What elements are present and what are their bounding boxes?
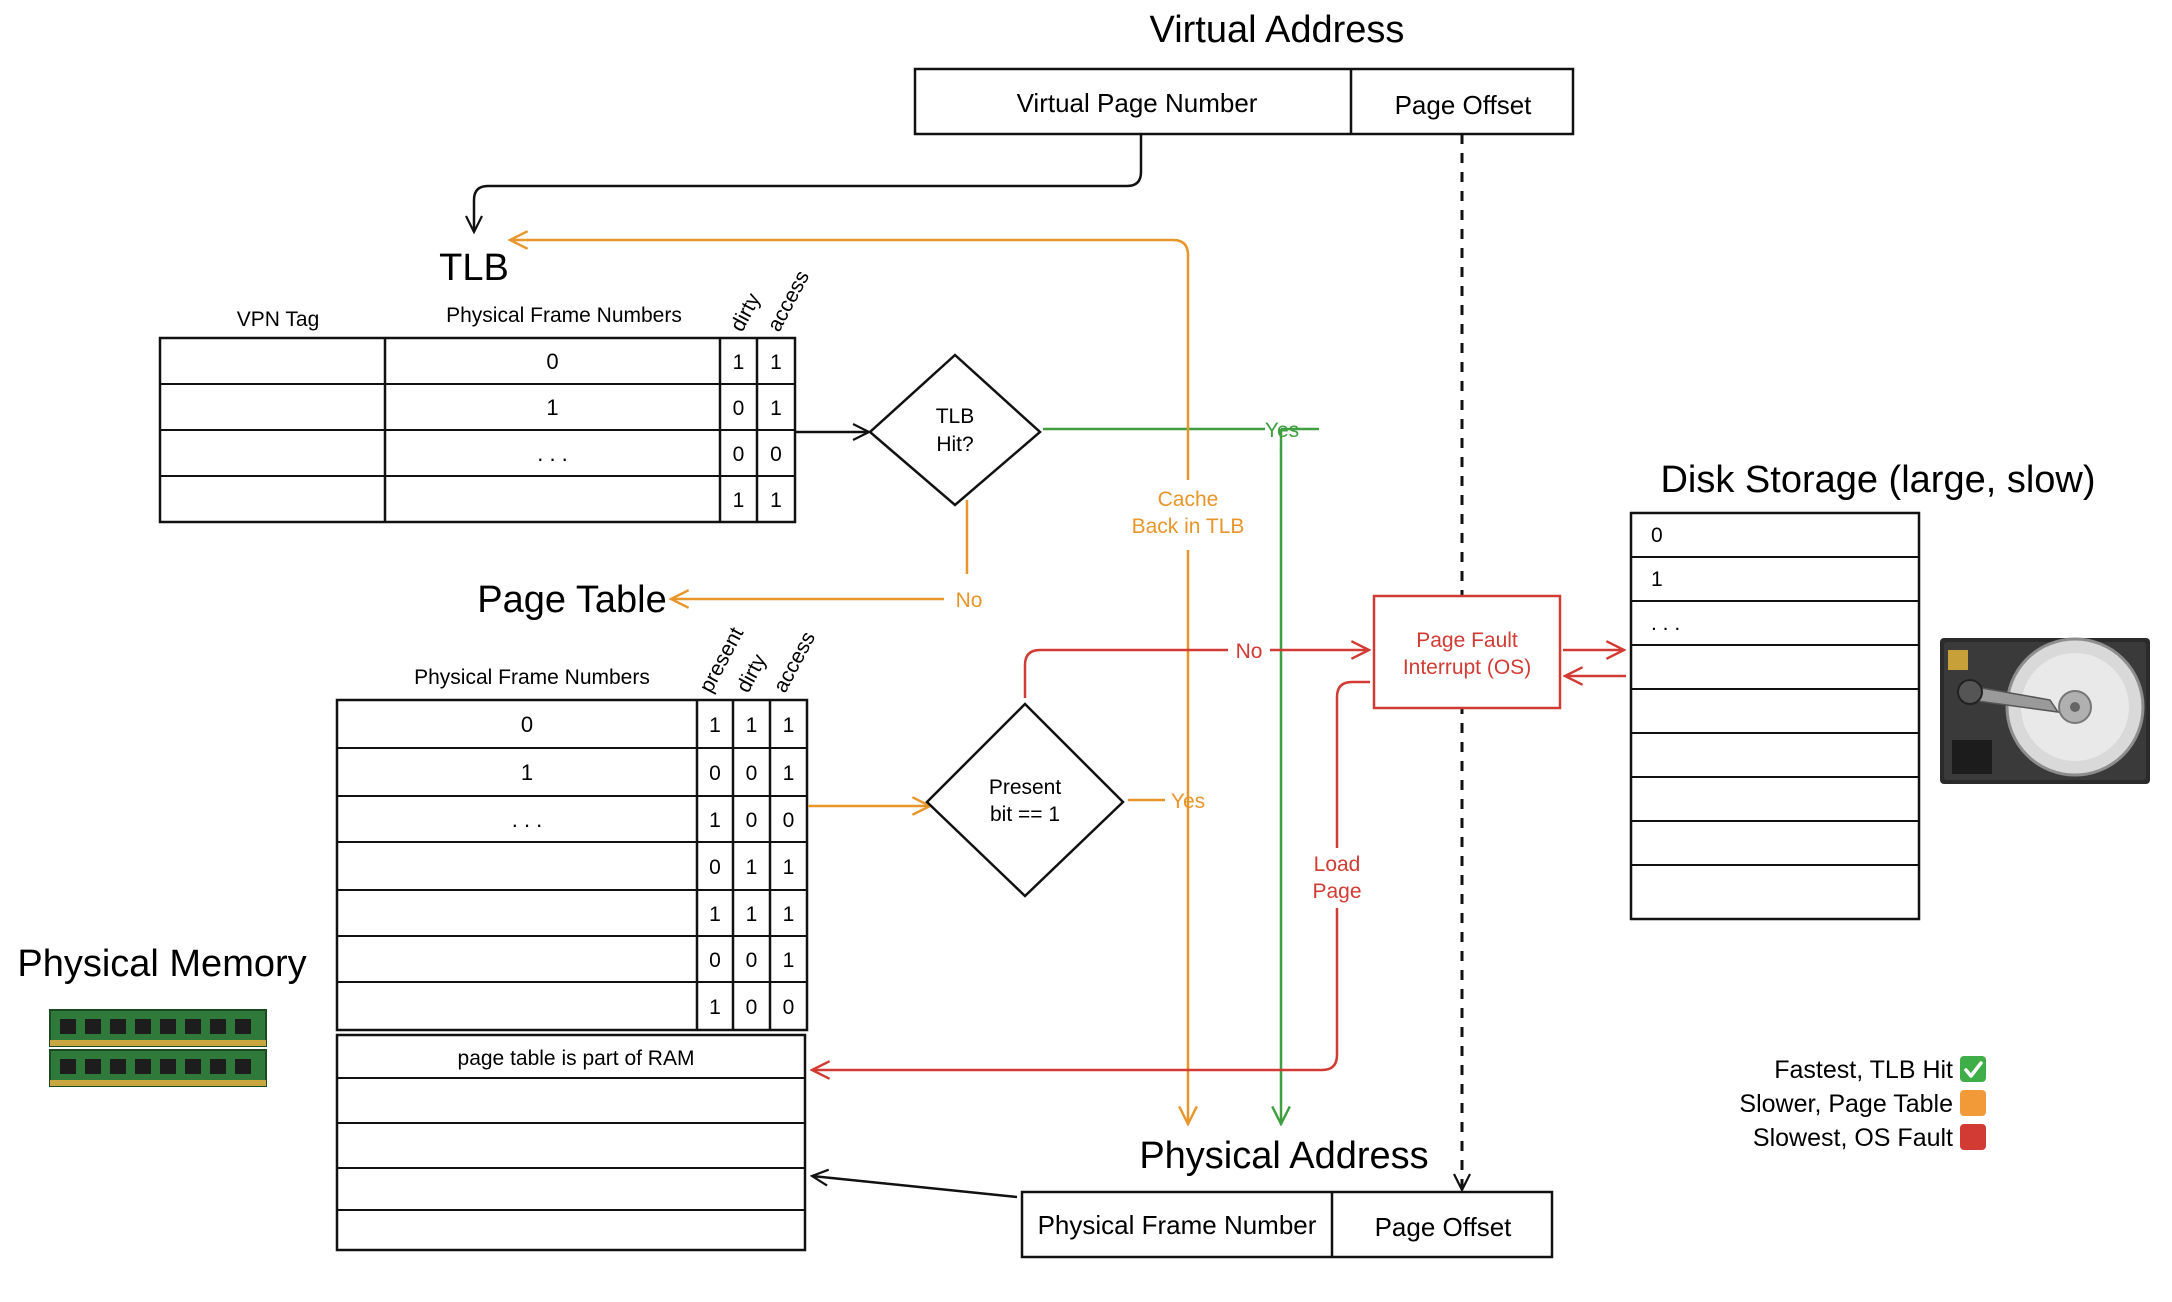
page-table-access-cell: 1 [783, 762, 795, 785]
load-page-line1: Load [1314, 853, 1361, 876]
present-no-label: No [1236, 640, 1263, 663]
page-table-dirty-cell: 0 [746, 762, 758, 785]
virtual-page-offset-field: Page Offset [1395, 90, 1533, 120]
page-table-access-cell: 1 [783, 903, 795, 926]
tlb-col-dirty: dirty [726, 289, 765, 335]
tlb-hit-line1: TLB [936, 405, 975, 428]
page-table-title: Page Table [477, 579, 666, 621]
present-no-path [1023, 648, 1228, 698]
tlb-access-cell: 1 [770, 489, 782, 512]
tlb-pfn-cell: 0 [546, 349, 558, 374]
tlb-hit-decision: TLB Hit? [868, 353, 1042, 507]
page-table-present-cell: 1 [709, 903, 721, 926]
disk-row-label: 1 [1651, 568, 1663, 591]
page-table-dirty-cell: 0 [746, 949, 758, 972]
page-table-col-access: access [769, 628, 820, 697]
page-table-pfn-cell: . . . [512, 807, 543, 832]
page-table-pfn-cell: 1 [521, 760, 533, 785]
page-table-access-cell: 0 [783, 809, 795, 832]
tlb-col-access: access [763, 267, 814, 336]
page-table-dirty-cell: 1 [746, 903, 758, 926]
tlb-dirty-cell: 0 [733, 443, 745, 466]
tlb-hit-line2: Hit? [936, 433, 973, 456]
virtual-address: Virtual Address Virtual Page Number Page… [913, 9, 1575, 136]
tlb-col-pfn: Physical Frame Numbers [446, 304, 682, 327]
tlb: TLB VPN Tag Physical Frame Numbers dirty… [158, 247, 814, 524]
legend-item-label: Slower, Page Table [1739, 1090, 1953, 1118]
vpn-to-tlb-arrow [474, 134, 1143, 232]
page-table-present-cell: 0 [709, 856, 721, 879]
tlb-access-cell: 1 [770, 351, 782, 374]
tlb-dirty-cell: 0 [733, 397, 745, 420]
page-table-present-cell: 0 [709, 949, 721, 972]
red-square-icon [1960, 1124, 1986, 1150]
tlb-pfn-cell: 1 [546, 395, 558, 420]
disk-row-label: 0 [1651, 524, 1663, 547]
page-table-dirty-cell: 0 [746, 809, 758, 832]
disk-table: 0 1 . . . [1629, 511, 1921, 921]
page-fault-box: Page Fault Interrupt (OS) [1372, 594, 1562, 710]
physical-address-title: Physical Address [1139, 1135, 1428, 1177]
tlb-access-cell: 0 [770, 443, 782, 466]
cache-back-label-line2: Back in TLB [1132, 515, 1245, 538]
check-mark-icon [1960, 1056, 1986, 1082]
disk-storage-title: Disk Storage (large, slow) [1660, 459, 2095, 501]
ram-note: page table is part of RAM [458, 1047, 695, 1070]
page-fault-line1: Page Fault [1416, 629, 1518, 652]
virtual-address-title: Virtual Address [1150, 9, 1405, 51]
page-table-present-cell: 0 [709, 762, 721, 785]
present-bit-decision: Present bit == 1 [925, 702, 1125, 898]
present-line1: Present [989, 776, 1062, 799]
page-table-present-cell: 1 [709, 714, 721, 737]
orange-square-icon [1960, 1090, 1986, 1116]
page-table-col-dirty: dirty [732, 650, 771, 696]
page-table-present-cell: 1 [709, 996, 721, 1019]
physical-address-box [1020, 1190, 1554, 1259]
page-table-access-cell: 1 [783, 949, 795, 972]
page-table-table: 0 1 1 1 1 0 0 1 . . . 1 0 0 0 1 1 1 1 1 0 0 1 1 0 0 [335, 698, 809, 1032]
present-line2: bit == 1 [990, 803, 1060, 826]
page-fault-line2: Interrupt (OS) [1403, 656, 1531, 679]
page-table-dirty-cell: 1 [746, 714, 758, 737]
page-table-col-pfn: Physical Frame Numbers [414, 666, 650, 689]
tlb-dirty-cell: 1 [733, 489, 745, 512]
tlb-title: TLB [439, 247, 509, 289]
load-page-path [812, 680, 1370, 1070]
page-table-access-cell: 0 [783, 996, 795, 1019]
legend-item-label: Slowest, OS Fault [1753, 1124, 1953, 1152]
tlb-col-vpn-tag: VPN Tag [237, 308, 320, 331]
page-table-access-cell: 1 [783, 714, 795, 737]
page-table-pfn-cell: 0 [521, 712, 533, 737]
hard-drive-icon [1940, 637, 2150, 784]
page-table-dirty-cell: 1 [746, 856, 758, 879]
ram-modules-icon [49, 1009, 267, 1087]
virtual-address-box [913, 67, 1575, 136]
tlb-hit-no-label: No [956, 589, 983, 612]
physical-frame-number-field: Physical Frame Number [1038, 1210, 1317, 1240]
page-table: Page Table Physical Frame Numbers presen… [335, 579, 820, 1032]
disk-row-label: . . . [1651, 612, 1680, 635]
page-table-access-cell: 1 [783, 856, 795, 879]
tlb-dirty-cell: 1 [733, 351, 745, 374]
page-table-dirty-cell: 0 [746, 996, 758, 1019]
disk-storage: Disk Storage (large, slow) 0 1 . . . [1629, 459, 2096, 921]
tlb-table: 0 1 1 1 0 1 . . . 0 0 1 1 [158, 336, 797, 524]
cache-back-label-line1: Cache [1158, 488, 1219, 511]
physical-page-offset-field: Page Offset [1375, 1212, 1513, 1242]
present-yes-label: Yes [1171, 790, 1205, 813]
physical-address-to-ram-arrow [812, 1176, 1018, 1199]
page-table-present-cell: 1 [709, 809, 721, 832]
tlb-pfn-cell: . . . [537, 441, 568, 466]
cache-back-in-tlb-path [510, 240, 1190, 480]
virtual-page-number-field: Virtual Page Number [1017, 88, 1258, 118]
physical-memory-title: Physical Memory [17, 943, 306, 985]
tlb-access-cell: 1 [770, 397, 782, 420]
physical-address: Physical Address Physical Frame Number P… [1020, 1135, 1554, 1259]
ram-block: page table is part of RAM [335, 1033, 807, 1252]
load-page-line2: Page [1312, 880, 1361, 903]
legend-item-label: Fastest, TLB Hit [1774, 1056, 1953, 1084]
